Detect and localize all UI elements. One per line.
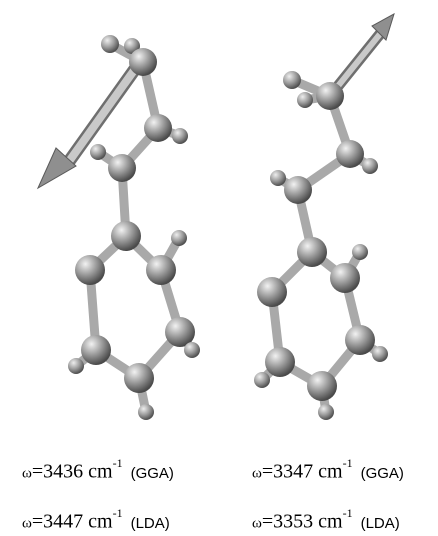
hydrogen-atom [297,92,313,108]
method-label: (GGA) [130,464,174,482]
unit-exponent: -1 [112,456,123,470]
carbon-atom [330,263,360,293]
unit-exponent: -1 [112,506,123,520]
carbon-atom [129,48,157,76]
carbon-atom [257,277,287,307]
frequency-unit: cm [88,510,113,533]
carbon-atom [75,255,105,285]
left-caption-gga: ω=3436 cm-1 (GGA) [22,457,174,483]
hydrogen-atom [318,404,334,420]
method-label: (LDA) [130,514,170,532]
left-molecule [36,35,200,420]
carbon-atom [284,176,312,204]
frequency-unit: cm [318,460,343,483]
frequency-value: =3436 [31,460,84,483]
hydrogen-atom [172,128,188,144]
hydrogen-atom [362,158,378,174]
hydrogen-atom [68,358,84,374]
frequency-value: =3447 [31,510,84,533]
hydrogen-atom [90,144,106,160]
right-vibration-arrow [324,12,395,102]
hydrogen-atom [372,346,388,362]
right-molecule [254,12,395,420]
frequency-value: =3347 [261,460,314,483]
right-atoms [254,71,388,420]
hydrogen-atom [283,71,301,89]
unit-exponent: -1 [342,456,353,470]
carbon-atom [345,325,375,355]
omega-symbol: ω [252,515,262,532]
left-caption-lda: ω=3447 cm-1 (LDA) [22,507,170,533]
carbon-atom [146,255,176,285]
carbon-atom [144,114,172,142]
omega-symbol: ω [252,465,262,482]
omega-symbol: ω [22,465,32,482]
right-caption-lda: ω=3353 cm-1 (LDA) [252,507,400,533]
hydrogen-atom [352,244,368,260]
omega-symbol: ω [22,515,32,532]
hydrogen-atom [138,404,154,420]
carbon-atom [124,363,154,393]
frequency-value: =3353 [261,510,314,533]
carbon-atom [297,237,327,267]
hydrogen-atom [101,35,119,53]
hydrogen-atom [254,372,270,388]
method-label: (LDA) [360,514,400,532]
frequency-unit: cm [318,510,343,533]
hydrogen-atom [171,230,187,246]
carbon-atom [165,317,195,347]
hydrogen-atom [270,170,286,186]
unit-exponent: -1 [342,506,353,520]
left-vibration-arrow [36,55,147,190]
carbon-atom [336,140,364,168]
carbon-atom [111,221,141,251]
left-atoms [68,35,200,420]
carbon-atom [81,335,111,365]
carbon-atom [307,371,337,401]
carbon-atom [265,347,295,377]
method-label: (GGA) [360,464,404,482]
carbon-atom [316,82,344,110]
carbon-atom [108,154,136,182]
hydrogen-atom [184,342,200,358]
frequency-unit: cm [88,460,113,483]
right-caption-gga: ω=3347 cm-1 (GGA) [252,457,404,483]
